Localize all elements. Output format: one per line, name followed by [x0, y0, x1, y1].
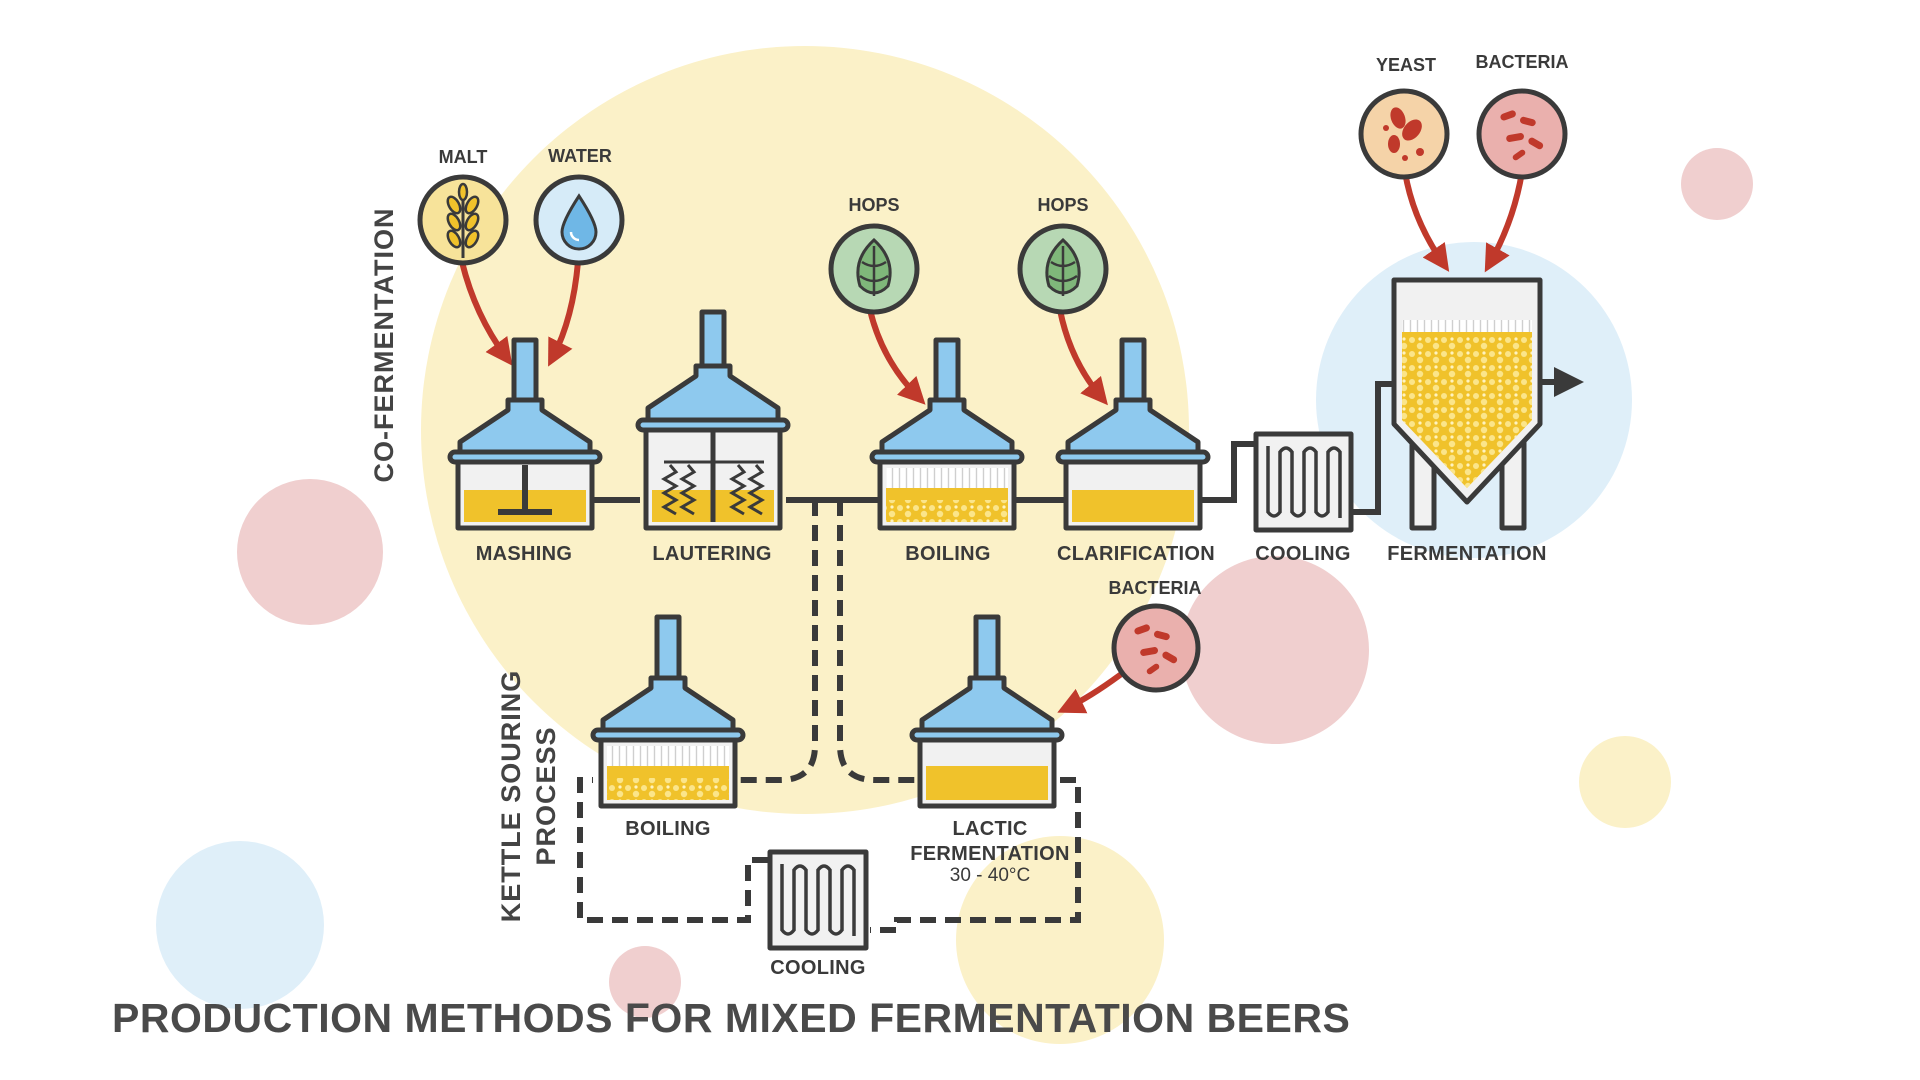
souring-cooling-label: COOLING — [770, 957, 865, 979]
bacteria-icon — [1476, 88, 1568, 180]
hops-icon — [828, 223, 920, 315]
yeast-label: YEAST — [1376, 55, 1436, 75]
ingredient-arrows — [459, 169, 1525, 714]
cooling-coil — [1253, 431, 1354, 533]
boiling-label: BOILING — [905, 543, 990, 565]
hops-label: HOPS — [1037, 195, 1088, 215]
hops-icon — [1017, 223, 1109, 315]
clarification-label: CLARIFICATION — [1057, 543, 1215, 565]
side-labels: CO-FERMENTATION KETTLE SOURING PROCESS — [369, 208, 561, 923]
lactic-temperature: 30 - 40°C — [950, 865, 1030, 886]
bacteria-label: BACTERIA — [1109, 578, 1202, 598]
kettle-souring-label-line2: PROCESS — [531, 726, 561, 865]
boiling-vessel — [869, 337, 1025, 531]
water-drop-icon — [533, 174, 625, 266]
souring-boiling-label: BOILING — [625, 818, 710, 840]
bacteria-icon — [1111, 603, 1201, 693]
step-labels: MASHING LAUTERING BOILING CLARIFICATION … — [476, 543, 1547, 979]
lactic-fermentation-vessel — [909, 614, 1065, 809]
souring-cooling-coil — [767, 849, 869, 951]
malt-label: MALT — [439, 147, 488, 167]
lactic-label-line1: LACTIC — [952, 818, 1027, 840]
lactic-label-line2: FERMENTATION — [910, 843, 1070, 865]
kettle-souring-label-line1: KETTLE SOURING — [496, 670, 526, 923]
water-label: WATER — [548, 146, 612, 166]
lautering-vessel — [635, 309, 791, 531]
malt-icon — [417, 174, 509, 266]
fermentation-label: FERMENTATION — [1387, 543, 1547, 565]
fermentation-tank — [1391, 277, 1543, 531]
mashing-label: MASHING — [476, 543, 573, 565]
mashing-vessel — [447, 337, 603, 531]
kettle-souring-pipeline — [577, 500, 1081, 933]
hops-label: HOPS — [848, 195, 899, 215]
page-title: PRODUCTION METHODS FOR MIXED FERMENTATIO… — [112, 995, 1350, 1041]
bacteria-label: BACTERIA — [1476, 52, 1569, 72]
co-fermentation-label: CO-FERMENTATION — [369, 208, 399, 483]
ingredient-labels: MALT WATER HOPS HOPS YEAST BACTERIA BACT… — [439, 52, 1569, 598]
yeast-icon — [1358, 88, 1450, 180]
cooling-label: COOLING — [1255, 543, 1350, 565]
clarification-vessel — [1055, 337, 1211, 531]
souring-boiling-vessel — [590, 614, 746, 809]
lautering-label: LAUTERING — [652, 543, 771, 565]
